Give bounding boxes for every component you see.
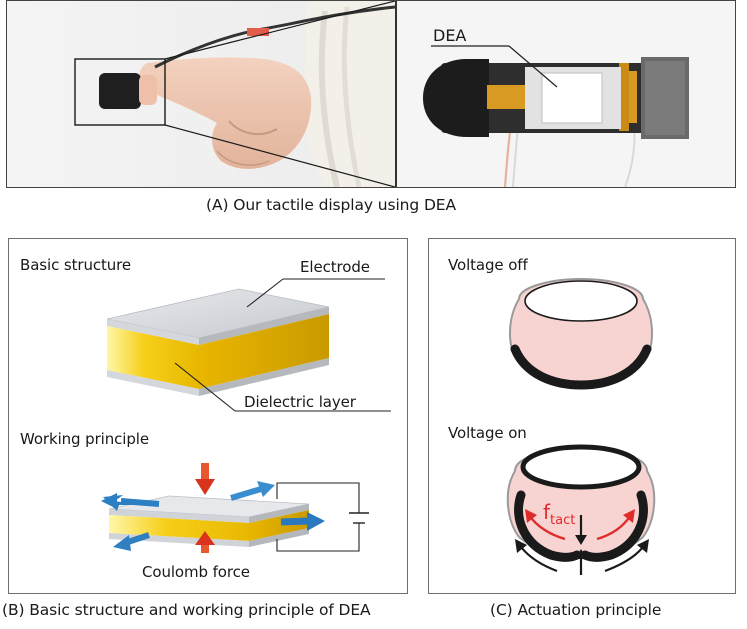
panel-c-frame: [428, 238, 736, 594]
basic-structure-heading: Basic structure: [20, 256, 132, 274]
working-principle-block: [101, 463, 369, 553]
photo-dea-device: DEA: [397, 1, 735, 187]
dea-photo-label: DEA: [433, 26, 466, 45]
voltage-on-fingertip: ftact: [506, 444, 656, 575]
working-principle-heading: Working principle: [20, 430, 149, 448]
panel-c-caption: (C) Actuation principle: [490, 601, 662, 619]
photo-divider: [395, 1, 397, 187]
voltage-off-fingertip: [509, 277, 653, 390]
electrode-label: Electrode: [300, 258, 370, 276]
photo-hand-with-device: [7, 1, 395, 187]
panel-b-frame: [8, 238, 408, 594]
panel-a-caption: (A) Our tactile display using DEA: [206, 196, 456, 214]
coulomb-force-label: Coulomb force: [142, 563, 250, 581]
dea-structure-diagram: [101, 278, 391, 553]
voltage-off-heading: Voltage off: [448, 256, 528, 274]
panel-b-caption: (B) Basic structure and working principl…: [2, 601, 371, 619]
panel-a-frame: [6, 0, 736, 188]
basic-structure-block: [106, 278, 391, 412]
voltage-on-heading: Voltage on: [448, 424, 527, 442]
dielectric-layer-label: Dielectric layer: [244, 393, 356, 411]
force-label: ftact: [543, 500, 575, 528]
actuation-diagram: ftact: [506, 277, 656, 575]
